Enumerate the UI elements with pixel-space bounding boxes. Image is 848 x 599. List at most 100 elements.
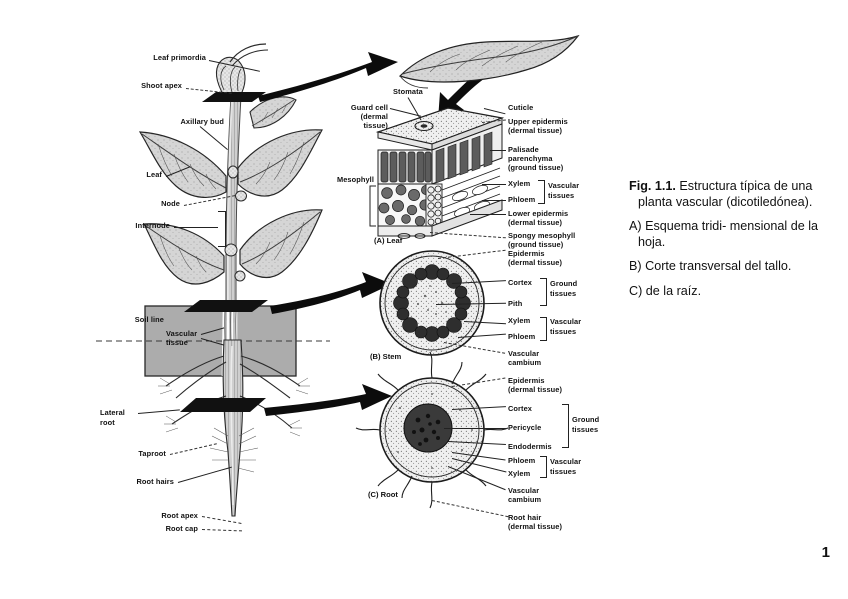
caption-title-line4: (dicotiledónea). [726, 194, 813, 209]
label-lower-epidermis-line2: (dermal tissue) [508, 218, 563, 227]
node-markers [224, 165, 247, 282]
spongy-mesophyll [377, 183, 433, 227]
label-leaf-xylem: Xylem [508, 179, 531, 188]
leader-leaf-phloem [482, 200, 506, 201]
leader-leaf-xylem [482, 184, 506, 185]
label-vascular-tissue-line2: tissue [166, 338, 188, 347]
lateral-root-hairs [158, 377, 310, 437]
label-lateral-root-line1: Lateral [100, 408, 125, 417]
page-number: 1 [821, 544, 830, 561]
caption-a-line2: mensional de la [729, 219, 819, 234]
label-cuticle: Cuticle [508, 103, 534, 112]
arrow-leaf-to-section [438, 70, 488, 120]
label-root-ground-line2: tissues [572, 425, 599, 434]
stem-ground-bracket [540, 278, 547, 306]
caption-label: Fig. 1.1. [629, 179, 676, 193]
illustration-plate [96, 34, 580, 517]
label-root-pericycle: Pericycle [508, 423, 542, 432]
label-palisade-line2: parenchyma [508, 154, 553, 163]
cut-plane-markers [180, 92, 268, 412]
panel-b-stem-drawing [379, 250, 485, 356]
caption-title-line1: Estructura [679, 179, 737, 193]
label-upper-epidermis-line2: (dermal tissue) [508, 126, 563, 135]
label-stem-ground-line2: tissues [550, 289, 577, 298]
label-stem-epidermis-line1: Epidermis [508, 249, 545, 258]
palisade-layer [377, 123, 503, 185]
root-hairs-radiating [355, 351, 509, 509]
label-root-cortex: Cortex [508, 404, 533, 413]
caption-b-line1: B) Corte transversal [629, 259, 741, 274]
label-leaf-primordia: Leaf primordia [153, 53, 206, 62]
label-stem-phloem: Phloem [508, 332, 536, 341]
root-cortex-texture [389, 393, 473, 469]
panel-c-root-drawing [355, 351, 509, 509]
caption-c-line1: C) de la raíz. [629, 283, 702, 298]
label-leaf: Leaf [146, 170, 162, 179]
arrow-to-stem-panel [270, 272, 392, 314]
leader-internode [174, 227, 218, 228]
caption-title: Fig. 1.1. Estructura típica de una plant… [629, 179, 834, 210]
whole-leaf-sketch [398, 34, 580, 89]
label-guard-cell-line2: (dermal [360, 112, 388, 121]
label-guard-cell-line1: Guard cell [350, 103, 388, 112]
label-upper-epidermis-line1: Upper epidermis [508, 117, 568, 126]
label-root-epidermis-line2: (dermal tissue) [508, 385, 563, 394]
shoot-apex-bud [215, 43, 269, 97]
label-lower-epidermis-line1: Lower epidermis [508, 209, 569, 218]
panel-a-leaf-drawing [369, 34, 580, 239]
label-root-epidermis-line1: Epidermis [508, 376, 545, 385]
label-root-apex: Root apex [161, 511, 198, 520]
label-stomata: Stomata [393, 87, 423, 96]
stele-texture [412, 413, 441, 446]
label-root-cambium-line1: Vascular [508, 486, 540, 495]
mesophyll-bracket [369, 185, 376, 227]
label-vascular-tissue-line1: Vascular [166, 329, 198, 338]
label-root-vascular-line1: Vascular [550, 457, 582, 466]
root-ground-bracket [562, 404, 569, 448]
panel-b-caption: (B) Stem [370, 352, 402, 361]
caption-b-line2: del tallo. [744, 259, 792, 274]
label-stem-cambium-line2: cambium [508, 358, 542, 367]
plant-illustration [96, 43, 330, 517]
label-stem-ground-line1: Ground [550, 279, 578, 288]
label-internode: Internode [135, 221, 170, 230]
label-stem-pith: Pith [508, 299, 523, 308]
caption-item-c: C) de la raíz. [629, 284, 834, 300]
label-root-hair-line1: Root hair [508, 513, 542, 522]
caption-a-line1: A) Esquema tridi- [629, 219, 727, 234]
label-leaf-phloem: Phloem [508, 195, 536, 204]
label-root-hairs: Root hairs [136, 477, 174, 486]
leader-root-pericycle [444, 428, 506, 429]
label-guard-cell-line3: tissue) [363, 121, 388, 130]
leaf-right-lower [239, 209, 323, 278]
stem-vascular-bracket [540, 317, 547, 341]
arrow-to-root-panel [264, 384, 392, 416]
label-shoot-apex: Shoot apex [141, 81, 182, 90]
root-hairs-zone [209, 427, 259, 473]
label-axillary-bud: Axillary bud [180, 117, 224, 126]
label-node: Node [161, 199, 180, 208]
leaf-left-upper [138, 131, 227, 198]
label-spongy-line2: (ground tissue) [508, 240, 564, 249]
leader-palisade [490, 150, 506, 151]
label-stem-cambium-line1: Vascular [508, 349, 540, 358]
internode-bracket [218, 211, 226, 247]
label-mesophyll: Mesophyll [336, 175, 374, 184]
label-root-endodermis: Endodermis [508, 442, 552, 451]
label-stem-vascular-line1: Vascular [550, 317, 582, 326]
panel-a-caption: (A) Leaf [374, 236, 403, 245]
label-palisade-line3: (ground tissue) [508, 163, 564, 172]
label-stem-epidermis-line2: (dermal tissue) [508, 258, 563, 267]
caption-title-line3: vascular [675, 194, 723, 209]
label-root-cap: Root cap [165, 524, 198, 533]
label-root-xylem: Xylem [508, 469, 531, 478]
label-leaf-vascular-tissues-line1: Vascular [548, 181, 580, 190]
label-root-phloem: Phloem [508, 456, 536, 465]
label-stem-xylem: Xylem [508, 316, 531, 325]
label-root-ground-line1: Ground [572, 415, 600, 424]
leaf-left-lower [143, 223, 225, 285]
caption-item-a: A) Esquema tridi- mensional de la hoja. [629, 219, 834, 250]
leaf-upper-right [249, 96, 297, 129]
root-vascular-bracket [540, 456, 547, 478]
